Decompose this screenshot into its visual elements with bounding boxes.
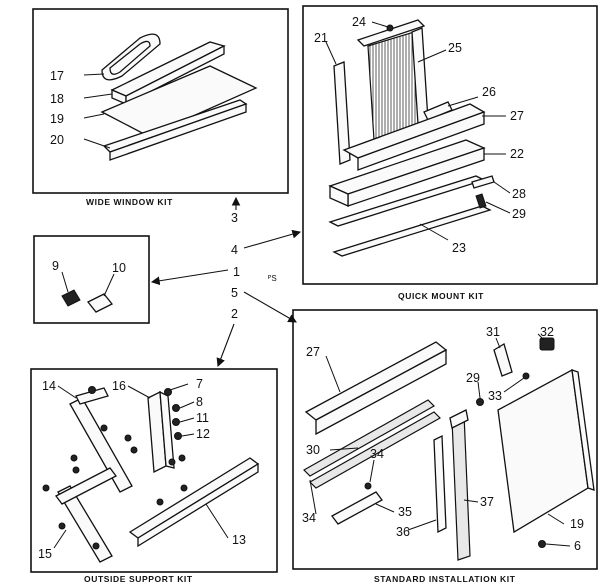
part-27-bar xyxy=(342,103,486,171)
part-29-screw-std xyxy=(476,398,484,406)
outside-support-kit-panel: 14 16 7 8 11 12 13 15 OUTSIDE SUPPORT KI… xyxy=(30,368,278,584)
part-35-foam xyxy=(331,491,383,525)
callout-16: 16 xyxy=(112,379,126,393)
part-19-panel xyxy=(497,368,595,534)
callout-29: 29 xyxy=(512,207,526,221)
part-8-washer xyxy=(172,404,180,412)
callout-13: 13 xyxy=(232,533,246,547)
part-33-plug xyxy=(539,337,555,351)
callout-25: 25 xyxy=(448,41,462,55)
standard-installation-kit-panel: 27 31 32 29 33 30 34 34 35 36 37 19 6 ST… xyxy=(292,309,598,584)
callout-26: 26 xyxy=(482,85,496,99)
part-37-channel xyxy=(449,409,471,561)
quick-mount-kit-caption: QUICK MOUNT KIT xyxy=(398,291,484,301)
callout-27: 27 xyxy=(510,109,524,123)
callout-24: 24 xyxy=(352,15,366,29)
part-10-clip xyxy=(86,293,114,313)
part-27-bar-std xyxy=(304,341,448,436)
callout-34-b: 34 xyxy=(370,447,384,461)
part-21-strip xyxy=(333,61,351,165)
index-5: 5 xyxy=(231,286,238,300)
callout-28: 28 xyxy=(512,187,526,201)
callout-17: 17 xyxy=(50,69,64,83)
callout-27-std: 27 xyxy=(306,345,320,359)
callout-37: 37 xyxy=(480,495,494,509)
part-12-nut xyxy=(174,432,182,440)
callout-20: 20 xyxy=(50,133,64,147)
part-6-screw xyxy=(538,540,546,548)
standard-installation-kit-caption: STANDARD INSTALLATION KIT xyxy=(374,574,516,584)
callout-23: 23 xyxy=(452,241,466,255)
callout-9: 9 xyxy=(52,259,59,273)
callout-12: 12 xyxy=(196,427,210,441)
arrow-to-outside-support xyxy=(216,323,235,368)
part-16-bracket xyxy=(147,390,175,474)
part-19-plate xyxy=(100,65,258,137)
part-34-screw xyxy=(522,372,530,380)
index-1: 1 xyxy=(233,265,240,279)
part-14-arm xyxy=(69,386,133,493)
callout-19: 19 xyxy=(50,112,64,126)
wide-window-kit-panel: 17 18 19 20 WIDE WINDOW KIT xyxy=(32,8,289,207)
outside-support-kit-caption: OUTSIDE SUPPORT KIT xyxy=(84,574,193,584)
callout-22: 22 xyxy=(510,147,524,161)
quick-mount-kit-panel: 24 21 25 26 27 22 28 29 23 QUICK MOUNT K… xyxy=(302,5,598,301)
callout-36: 36 xyxy=(396,525,410,539)
part-13-channel xyxy=(128,457,260,548)
part-22-bar xyxy=(328,139,486,208)
wide-window-kit-caption: WIDE WINDOW KIT xyxy=(86,197,173,207)
part-9-clip xyxy=(61,289,81,307)
callout-21: 21 xyxy=(314,31,328,45)
callout-34-a: 33 xyxy=(488,389,502,403)
part-11-nut xyxy=(172,418,180,426)
callout-11: 11 xyxy=(196,411,209,425)
callout-19-std: 19 xyxy=(570,517,584,531)
callout-14: 14 xyxy=(42,379,56,393)
callout-31: 34 xyxy=(302,511,316,525)
index-4: 4 xyxy=(231,243,238,257)
part-23-strip xyxy=(328,175,492,257)
index-3: 3 xyxy=(231,211,238,225)
part-20-rail xyxy=(102,99,248,161)
arrow-to-small-parts xyxy=(150,269,229,286)
callout-35: 35 xyxy=(398,505,412,519)
callout-8: 8 xyxy=(196,395,203,409)
stamp-mark: ᴾS xyxy=(268,274,277,283)
callout-30: 30 xyxy=(306,443,320,457)
callout-10: 10 xyxy=(112,261,126,275)
arrow-to-standard xyxy=(243,291,297,323)
arrow-to-quick-mount xyxy=(243,229,302,249)
small-parts-panel: 9 10 xyxy=(33,235,150,324)
part-34-screw-b xyxy=(364,482,372,490)
part-32-bracket xyxy=(493,343,513,377)
kit-index: 3 4 1 5 2 ᴾS xyxy=(150,196,302,368)
callout-33: 32 xyxy=(540,325,554,339)
part-15-brace xyxy=(42,467,117,563)
callout-15: 15 xyxy=(38,547,52,561)
callout-29-std: 29 xyxy=(466,371,480,385)
part-7-screw xyxy=(164,388,172,396)
part-17-seal xyxy=(101,33,161,81)
part-24-top-rail xyxy=(356,19,426,47)
part-30-rail xyxy=(303,399,441,489)
callout-32: 31 xyxy=(486,325,500,339)
index-2: 2 xyxy=(231,307,238,321)
callout-18: 18 xyxy=(50,92,64,106)
callout-6: 6 xyxy=(574,539,581,553)
part-36-strip xyxy=(433,434,447,534)
part-29-screw xyxy=(475,193,487,209)
callout-7: 7 xyxy=(196,377,203,391)
